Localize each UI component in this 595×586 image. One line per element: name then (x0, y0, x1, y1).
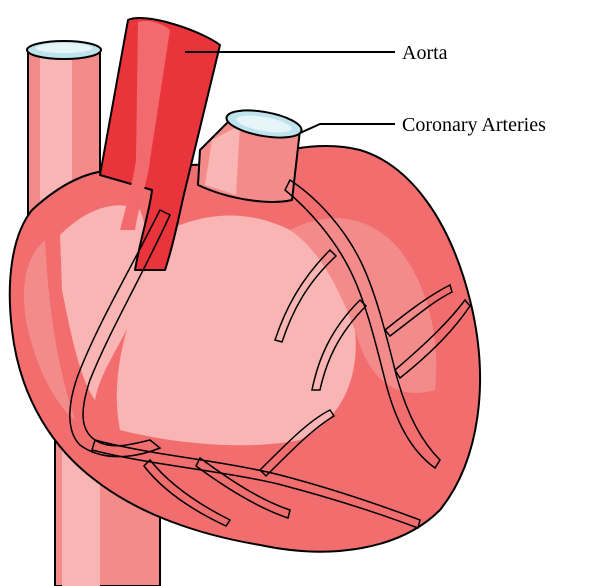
aorta-label: Aorta (402, 42, 448, 64)
pulmonary-trunk (198, 106, 304, 202)
coronary-arteries-label: Coronary Arteries (402, 114, 546, 136)
coronary-leader-line (300, 124, 395, 133)
